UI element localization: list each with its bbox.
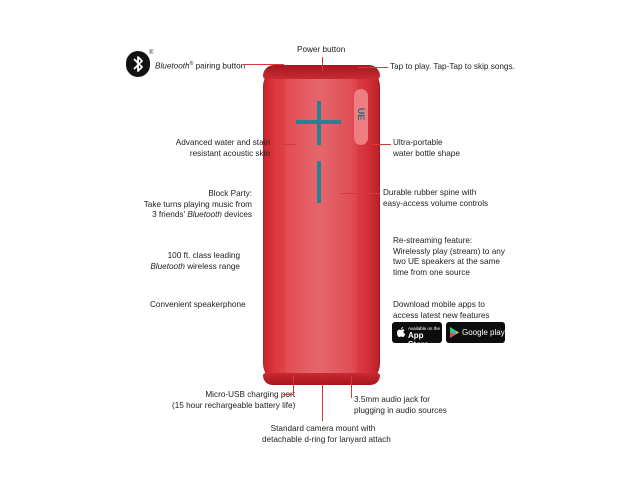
- pointer-line: [371, 144, 391, 145]
- pointer-line: [293, 376, 294, 394]
- pointer-line: [340, 193, 380, 194]
- pointer-line: [272, 144, 296, 145]
- water-skin-label: Advanced water and stain resistant acous…: [175, 138, 270, 158]
- pointer-line: [283, 394, 294, 395]
- speakerphone-label: Convenient speakerphone: [150, 300, 246, 309]
- usb-port-label: Micro-USB charging port (15 hour recharg…: [172, 390, 296, 410]
- bluetooth-pairing-label: Bluetooth® pairing button: [155, 61, 246, 71]
- app-store-badge[interactable]: Available on the App Store: [392, 322, 442, 349]
- pointer-line: [322, 57, 323, 71]
- camera-mount-label: Standard camera mount with detachable d-…: [262, 424, 391, 444]
- power-button-label: Power button: [297, 45, 346, 54]
- block-party-label: Block Party: Take turns playing music fr…: [143, 189, 252, 219]
- speaker-top-cap: [263, 65, 380, 79]
- volume-plus-icon-vertical: [316, 101, 321, 145]
- ue-logo: UE: [356, 107, 366, 121]
- apps-label: Download mobile apps to access latest ne…: [393, 300, 490, 320]
- pointer-line: [322, 383, 323, 421]
- rubber-spine-label: Durable rubber spine with easy-access vo…: [383, 188, 489, 208]
- logo-strip: [354, 89, 368, 145]
- speaker-device: UE: [263, 65, 380, 385]
- ultra-portable-label: Ultra-portable water bottle shape: [393, 138, 460, 158]
- speaker-bottom-cap: [263, 373, 380, 385]
- range-label: 100 ft. class leading Bluetooth wireless…: [150, 251, 240, 271]
- pointer-line: [358, 67, 388, 68]
- restream-label: Re-streaming feature: Wirelessly play (s…: [393, 236, 505, 277]
- app-store-small-text: Available on the: [408, 326, 440, 331]
- pointer-line: [244, 64, 284, 65]
- google-play-badge[interactable]: Google play: [446, 322, 505, 343]
- app-store-text: App Store: [408, 331, 429, 349]
- google-play-text: Google play: [462, 328, 505, 337]
- pointer-line: [351, 376, 352, 398]
- rubber-spine: [285, 65, 357, 385]
- google-play-icon: [450, 327, 459, 338]
- registered-mark: ®: [149, 50, 154, 56]
- tap-to-play-label: Tap to play. Tap-Tap to skip songs.: [390, 62, 515, 71]
- audio-jack-label: 3.5mm audio jack for plugging in audio s…: [354, 395, 447, 415]
- bluetooth-icon: [126, 51, 150, 77]
- apple-icon: [397, 327, 405, 337]
- volume-minus-icon: [316, 161, 321, 203]
